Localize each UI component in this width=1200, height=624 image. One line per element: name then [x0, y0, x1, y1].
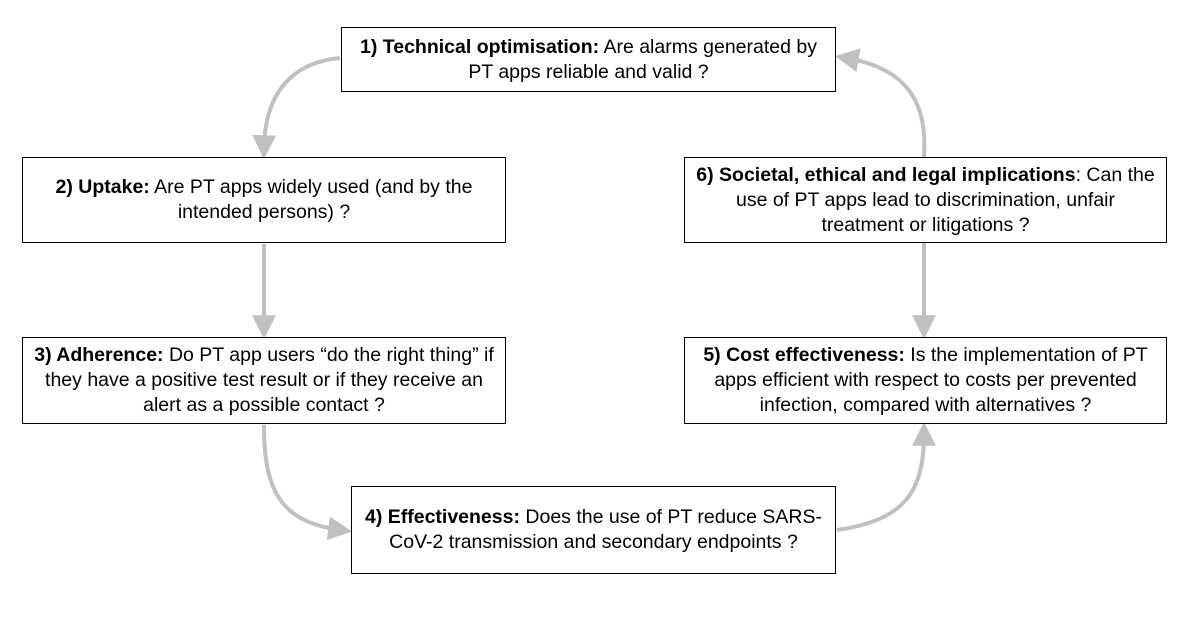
- step-text: 1) Technical optimisation: Are alarms ge…: [352, 35, 825, 85]
- step-text: 6) Societal, ethical and legal implicati…: [695, 163, 1156, 238]
- step-description: Is the implementation of PT apps efficie…: [714, 344, 1148, 416]
- arrow-3-to-4: [262, 424, 353, 541]
- step-title: 6) Societal, ethical and legal implicati…: [696, 163, 1076, 186]
- step-uptake-box: 2) Uptake: Are PT apps widely used (and …: [22, 157, 506, 243]
- step-societal-ethical-legal-box: 6) Societal, ethical and legal implicati…: [684, 157, 1167, 243]
- step-description: Does the use of PT reduce SARS-CoV-2 tra…: [389, 506, 823, 553]
- step-cost-effectiveness-box: 5) Cost effectiveness: Is the implementa…: [684, 337, 1167, 424]
- step-text: 5) Cost effectiveness: Is the implementa…: [695, 343, 1156, 418]
- step-title: 5) Cost effectiveness:: [703, 344, 905, 366]
- step-title: 3) Adherence:: [34, 344, 164, 366]
- arrow-4-to-5: [836, 421, 936, 532]
- step-effectiveness-box: 4) Effectiveness: Does the use of PT red…: [351, 486, 836, 574]
- step-title: 2) Uptake:: [55, 176, 150, 198]
- arrow-6-to-1: [834, 48, 927, 158]
- step-description: Do PT app users “do the right thing” if …: [45, 344, 494, 416]
- step-text: 2) Uptake: Are PT apps widely used (and …: [33, 175, 495, 225]
- step-description: : Can the use of PT apps lead to discrim…: [735, 163, 1155, 236]
- step-title: 4) Effectiveness:: [364, 506, 520, 528]
- step-description: Are alarms generated by PT apps reliable…: [468, 35, 817, 83]
- step-technical-optimisation-box: 1) Technical optimisation: Are alarms ge…: [341, 27, 836, 92]
- step-title: 1) Technical optimisation:: [360, 35, 600, 58]
- step-description: Are PT apps widely used (and by the inte…: [149, 176, 473, 223]
- step-adherence-box: 3) Adherence: Do PT app users “do the ri…: [22, 337, 506, 424]
- step-text: 3) Adherence: Do PT app users “do the ri…: [33, 343, 495, 418]
- step-text: 4) Effectiveness: Does the use of PT red…: [362, 505, 825, 555]
- arrow-1-to-2: [252, 56, 341, 160]
